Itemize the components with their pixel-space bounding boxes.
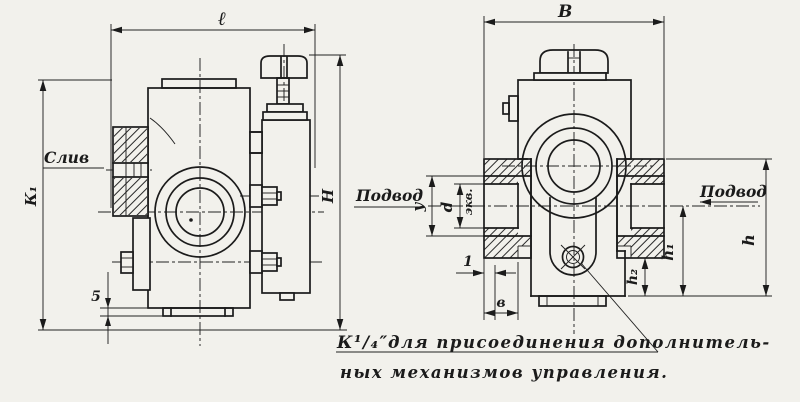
dim-h2-label: h₂ [625, 269, 641, 285]
thread-note-line2: ных механизмов управления. [340, 363, 668, 382]
thread-note-line1: для присоединения дополнитель- [388, 333, 771, 352]
bore-mark [189, 218, 193, 222]
dim-flange-label: в [496, 295, 505, 311]
drain-port-label: Слив [44, 148, 89, 167]
knob-front [539, 49, 609, 74]
dim-h-label: h [739, 234, 758, 246]
thread-note: К¹/₄″ для присоединения дополнитель- ных… [336, 262, 771, 382]
dim-k1-label: К₁ [22, 186, 40, 207]
left-view-dimensions: ℓ К₁ Н 5 Слив [22, 8, 347, 344]
pilot-port [560, 244, 586, 270]
dim-gap-label: 1 [463, 254, 473, 270]
knob [260, 55, 308, 79]
lower-cavity [549, 197, 597, 276]
left-view-adjuster [249, 55, 311, 301]
left-view-side-plugs [249, 184, 282, 274]
supply-port-label-right: Подвод [699, 182, 767, 201]
dim-h1-label: h₁ [659, 243, 677, 260]
left-view-body [147, 78, 251, 317]
dim-bore-label: у [409, 201, 427, 212]
dim-length-label: ℓ [218, 8, 226, 30]
dim-height-label: Н [319, 188, 337, 204]
right-view-left-flange [483, 158, 532, 259]
left-view-drain-flange [112, 126, 149, 217]
dim-foot-label: 5 [91, 289, 101, 305]
right-view: В Подвод у d экв. 1 в [354, 2, 772, 334]
left-view: ℓ К₁ Н 5 Слив [22, 8, 347, 346]
supply-port-label-left: Подвод [355, 186, 423, 205]
dim-d-note-label: экв. [461, 189, 475, 216]
dim-width-label: В [557, 2, 572, 22]
thread-note-size: К¹/₄″ [336, 333, 389, 353]
right-view-dimensions: В Подвод у d экв. 1 в [354, 2, 772, 320]
dim-d-label: d [438, 201, 456, 212]
left-view-lower-boss [120, 217, 151, 291]
